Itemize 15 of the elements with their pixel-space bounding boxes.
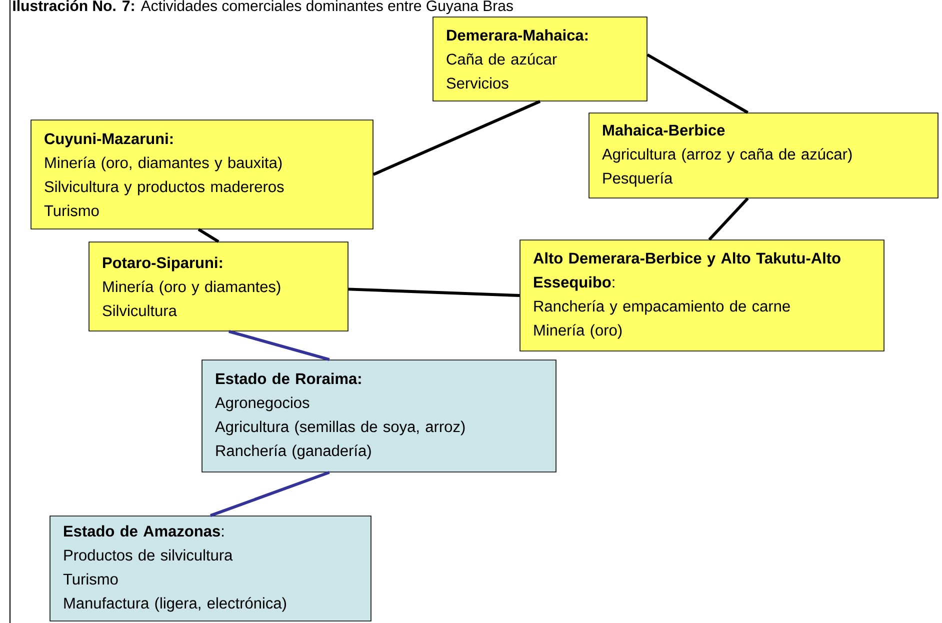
connector-line [372,100,541,176]
region-box: Cuyuni-Mazaruni: Minería (oro, diamantes y bauxita) Silvicultura y productos madereros Turismo [30,120,374,230]
connector-line [210,470,330,517]
connector-line [198,228,220,243]
region-box: Mahaica-Berbice Agricultura (arroz y caña de azúcar) Pesquería [588,112,938,198]
connector-line [348,288,520,297]
region-box: Estado de Amazonas: Productos de silvicultura Turismo Manufactura (ligera, electrónica) [50,516,372,622]
region-box: Alto Demerara-Berbice y Alto Takutu-Alto Essequibo: Ranchería y empacamiento de carne Minería (oro) [520,240,884,352]
region-box: Potaro-Siparuni: Minería (oro y diamantes) Silvicultura [88,242,348,332]
title: Ilustración No. 7: Actividades comerciales dominantes entre Guyana Bras [13,0,513,14]
connector-line [646,53,749,114]
region-box: Demerara-Mahaica: Caña de azúcar Servicios [432,16,648,102]
connector-line [228,330,330,362]
region-box: Estado de Roraima: Agronegocios Agricultura (semillas de soya, arroz) Ranchería (ganadería) [202,360,556,472]
connector-line [708,197,749,241]
